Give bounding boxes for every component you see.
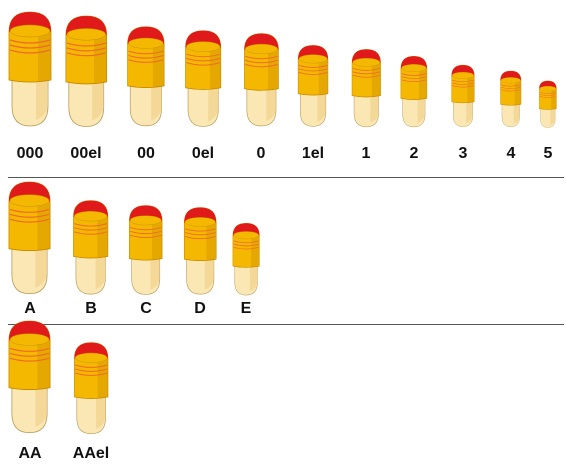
capsule-size-label: AAel	[72, 445, 110, 462]
capsule-2	[399, 55, 429, 128]
row-divider	[8, 324, 564, 325]
capsule-size-label: AA	[18, 445, 42, 462]
capsule-icon	[73, 341, 109, 434]
capsule-icon	[232, 222, 260, 295]
capsule-icon	[400, 55, 428, 127]
letter-sizes-row: A B C D	[0, 178, 566, 323]
capsule-size-label: 0el	[191, 145, 215, 162]
capsule-0el	[183, 29, 223, 128]
capsule-icon	[297, 45, 329, 127]
capsule-000	[6, 10, 54, 128]
capsule-size-label: 00	[137, 145, 155, 162]
capsule-size-label: D	[194, 300, 206, 317]
double-sizes-row: AA AAel	[0, 320, 566, 475]
capsule-size-label: B	[85, 300, 97, 317]
capsule-size-label: 1el	[301, 145, 325, 162]
capsule-size-label: 000	[16, 145, 44, 162]
capsule-size-label: 1	[361, 145, 371, 162]
capsule-icon	[127, 26, 165, 127]
capsule-icon	[8, 11, 52, 127]
capsule-icon	[539, 80, 557, 128]
capsule-icon	[500, 70, 522, 128]
capsule-icon	[351, 48, 381, 127]
capsule-1el	[296, 44, 330, 128]
capsule-size-label: 0	[256, 145, 266, 162]
capsule-00	[125, 25, 167, 128]
capsule-icon	[451, 65, 475, 128]
capsule-3	[450, 64, 476, 128]
capsule-icon	[129, 205, 163, 295]
capsule-icon	[9, 320, 51, 434]
capsule-size-label: 2	[409, 145, 419, 162]
capsule-D	[182, 206, 218, 296]
capsule-A	[6, 180, 53, 296]
capsule-AA	[6, 319, 53, 435]
capsule-size-label: E	[240, 300, 252, 317]
standard-sizes-row: 000 00el 00 0el	[0, 0, 566, 175]
capsule-0	[242, 32, 281, 128]
capsule-C	[127, 204, 164, 296]
capsule-icon	[73, 200, 109, 295]
capsule-size-label: C	[140, 300, 152, 317]
capsule-4	[499, 70, 523, 128]
capsule-00el	[63, 14, 110, 128]
capsule-1	[350, 48, 383, 128]
capsule-size-label: A	[24, 300, 36, 317]
capsule-icon	[9, 181, 51, 295]
capsule-icon	[65, 15, 107, 127]
capsule-icon	[243, 33, 279, 127]
capsule-icon	[183, 207, 217, 295]
capsule-AAel	[72, 341, 110, 435]
capsule-size-label: 5	[543, 145, 553, 162]
capsule-E	[231, 222, 261, 296]
row-divider	[8, 177, 564, 178]
capsule-size-label: 4	[506, 145, 516, 162]
capsule-size-label: 3	[458, 145, 468, 162]
capsule-B	[71, 199, 110, 296]
capsule-size-label: 00el	[70, 145, 102, 162]
capsule-5	[538, 80, 558, 128]
capsule-icon	[185, 30, 221, 127]
